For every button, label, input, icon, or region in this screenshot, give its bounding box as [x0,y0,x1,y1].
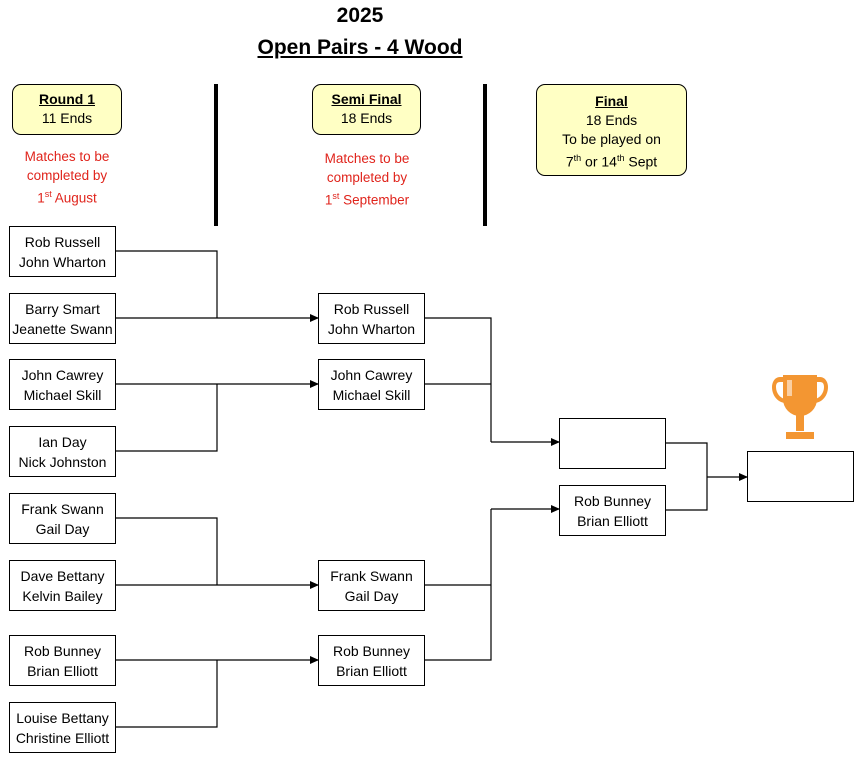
final-ends: 18 Ends [585,112,638,128]
separator-left [214,84,218,226]
round1-ends: 11 Ends [41,110,93,126]
year-title: 2025 [336,4,384,27]
semi-heading: Semi Final [331,91,402,107]
final-date: 7th or 14th Sept [565,153,658,170]
final-heading: Final [595,93,628,109]
final-note: To be played on [562,131,661,147]
round1-deadline: Matches to be completed by 1st August [24,149,110,206]
separator-right [483,84,487,226]
semi-ends: 18 Ends [340,110,393,126]
event-title: Open Pairs - 4 Wood [257,36,463,59]
semi-header: Semi Final 18 Ends [312,84,421,135]
semi-deadline: Matches to be completed by 1st September [324,151,410,208]
trophy-icon [772,375,828,439]
winner-box [747,451,854,502]
final-slot-1 [559,418,666,469]
round1-header: Round 1 11 Ends [12,84,122,135]
final-header: Final 18 Ends To be played on 7th or 14t… [536,84,687,176]
round1-heading: Round 1 [39,91,95,107]
